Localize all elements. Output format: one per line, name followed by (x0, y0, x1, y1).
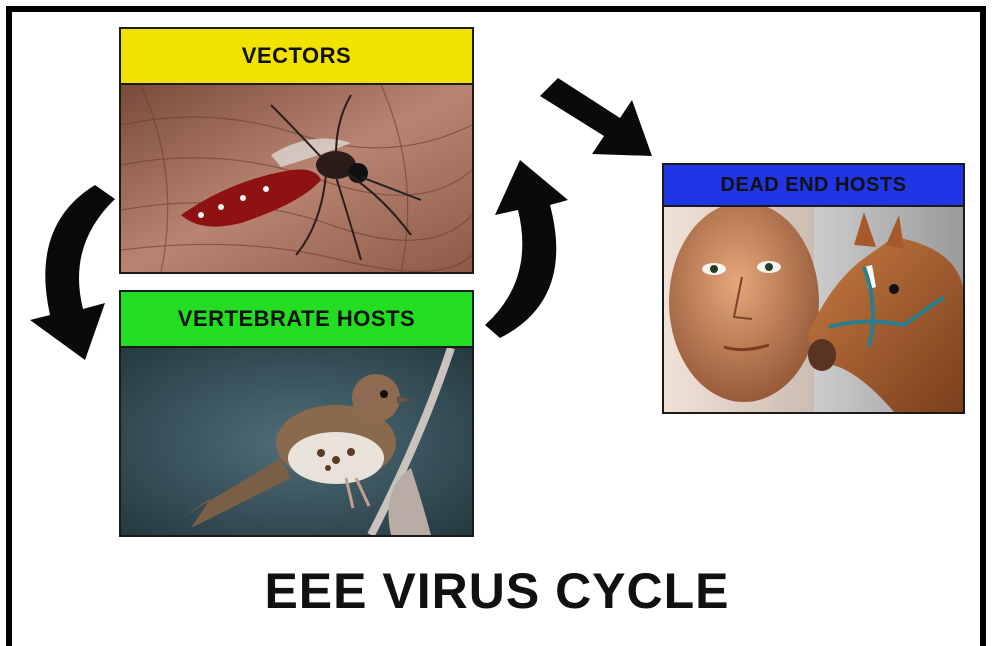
human-horse-image (664, 207, 963, 412)
node-vertebrate-hosts: VERTEBRATE HOSTS (119, 290, 474, 537)
diagram-title: EEE VIRUS CYCLE (0, 562, 994, 620)
sparrow-image (121, 348, 472, 535)
arrow-vertebrate-to-vectors (480, 160, 570, 340)
mosquito-image (121, 85, 472, 272)
node-vectors: VECTORS (119, 27, 474, 274)
node-vertebrate-label: VERTEBRATE HOSTS (121, 292, 472, 348)
node-deadend-label: DEAD END HOSTS (664, 165, 963, 207)
human-face-icon (664, 207, 819, 412)
node-dead-end-hosts: DEAD END HOSTS (662, 163, 965, 414)
node-vectors-label: VECTORS (121, 29, 472, 85)
arrow-vectors-to-vertebrate (25, 185, 125, 365)
arrow-vectors-to-deadend (540, 78, 655, 163)
